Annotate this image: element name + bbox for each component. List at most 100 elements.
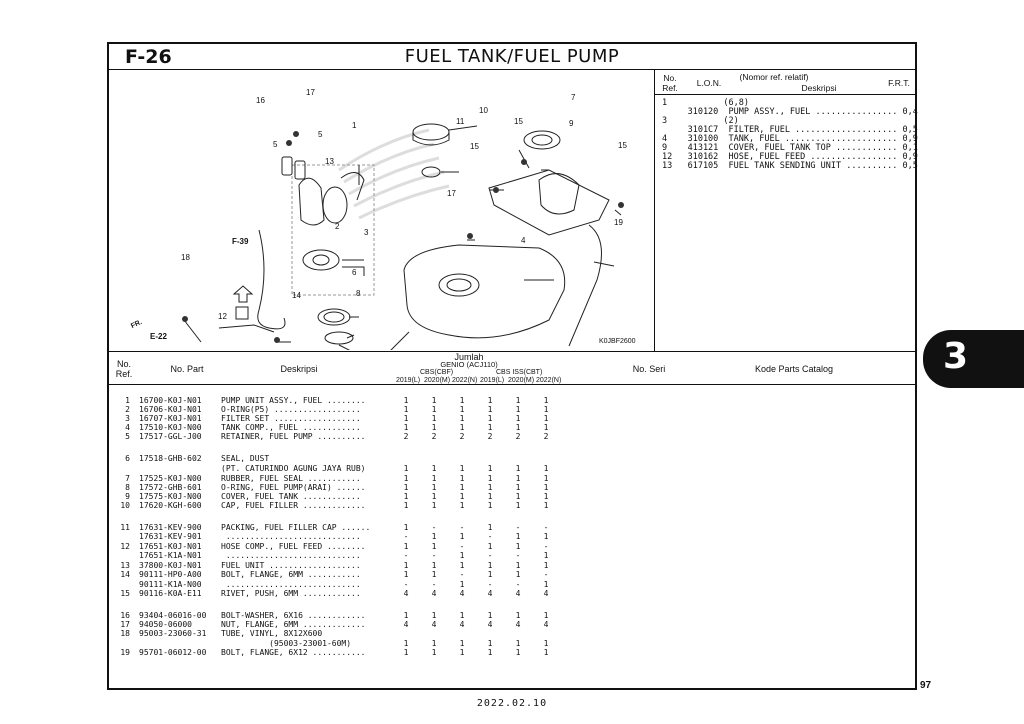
quantity-cell: 1 <box>543 648 549 657</box>
quantity-cell: 1 <box>431 501 437 510</box>
jumlah-header: Jumlah <box>454 352 484 362</box>
quantity-cell: 1 <box>487 423 493 432</box>
quantity-cell: - <box>459 570 465 579</box>
quantity-cell: 1 <box>403 523 409 532</box>
quantity-cell: 1 <box>459 405 465 414</box>
quantity-cell: 1 <box>487 501 493 510</box>
year-header: 2019(L) <box>396 377 421 384</box>
callout-label: 17 <box>306 88 315 97</box>
part-description: BOLT, FLANGE, 6X12 ........... <box>221 648 366 657</box>
ref-number: 7 <box>125 474 130 483</box>
ref-row: 1 (6,8) <box>662 98 749 108</box>
quantity-cell: 1 <box>543 396 549 405</box>
parts-ref-header: No. Ref. <box>115 359 133 379</box>
ref-number: 4 <box>125 423 130 432</box>
quantity-cell: 1 <box>543 464 549 473</box>
quantity-cell: 1 <box>459 501 465 510</box>
chapter-tab[interactable]: 3 <box>923 330 1024 388</box>
quantity-cell: 1 <box>459 483 465 492</box>
callout-label: 17 <box>447 189 456 198</box>
quantity-cell: - <box>487 580 493 589</box>
part-description: ............................ <box>221 532 361 541</box>
quantity-cell: 1 <box>403 474 409 483</box>
callout-label: 12 <box>218 312 227 321</box>
parts-desc-header: Deskripsi <box>280 364 318 374</box>
quantity-cell: 2 <box>459 432 465 441</box>
quantity-cell: 1 <box>403 648 409 657</box>
quantity-cell: 1 <box>459 423 465 432</box>
part-description: FILTER SET .................. <box>221 414 361 423</box>
part-number: 37800-K0J-N01 <box>139 561 202 570</box>
column-divider <box>654 69 655 351</box>
quantity-cell: 1 <box>515 423 521 432</box>
ref-number: 3 <box>125 414 130 423</box>
quantity-cell: 1 <box>543 561 549 570</box>
part-description: TUBE, VINYL, 8X12X600 <box>221 629 323 638</box>
part-number: 94050-06000 <box>139 620 192 629</box>
callout-label: 1 <box>352 121 357 130</box>
part-number: 17620-KGH-600 <box>139 501 202 510</box>
quantity-cell: 1 <box>515 474 521 483</box>
quantity-cell: - <box>459 542 465 551</box>
quantity-cell: - <box>543 542 549 551</box>
part-number: 17651-K0J-N01 <box>139 542 202 551</box>
quantity-cell: 1 <box>403 492 409 501</box>
callout-label: 15 <box>618 141 627 150</box>
quantity-cell: 4 <box>515 620 521 629</box>
callout-label: 5 <box>273 140 278 149</box>
quantity-cell: 1 <box>543 501 549 510</box>
ref-number: 8 <box>125 483 130 492</box>
quantity-cell: 1 <box>403 414 409 423</box>
callout-label: 3 <box>364 228 369 237</box>
quantity-cell: 1 <box>487 561 493 570</box>
part-description: PUMP UNIT ASSY., FUEL ........ <box>221 396 366 405</box>
table-row: 17651-K1A-N01 ..........................… <box>109 551 915 561</box>
quantity-cell: 1 <box>543 532 549 541</box>
quantity-cell: 1 <box>459 464 465 473</box>
page-frame: F-26 FUEL TANK/FUEL PUMP <box>107 42 918 690</box>
quantity-cell: 2 <box>487 432 493 441</box>
quantity-cell: 1 <box>431 464 437 473</box>
part-number: 90111-HP0-A00 <box>139 570 202 579</box>
quantity-cell: 1 <box>431 639 437 648</box>
quantity-cell: 1 <box>459 492 465 501</box>
part-number: 95003-23060-31 <box>139 629 207 638</box>
quantity-cell: - <box>487 551 493 560</box>
quantity-cell: 1 <box>543 639 549 648</box>
callout-label: 9 <box>569 119 574 128</box>
part-number: 17631-KEV-900 <box>139 523 202 532</box>
quantity-cell: 1 <box>487 414 493 423</box>
part-number: 16707-K0J-N01 <box>139 414 202 423</box>
callout-label: 5 <box>318 130 323 139</box>
part-description: BOLT-WASHER, 6X16 ............ <box>221 611 366 620</box>
year-header: 2022(N) <box>536 377 562 384</box>
ref-number: 12 <box>120 542 130 551</box>
part-description: HOSE COMP., FUEL FEED ........ <box>221 542 366 551</box>
quantity-cell: 1 <box>403 639 409 648</box>
part-description: (95003-23001-60M) <box>221 639 352 648</box>
table-row: 12 17651-K0J-N01 HOSE COMP., FUEL FEED ...… <box>109 542 915 552</box>
quantity-cell: 1 <box>459 580 465 589</box>
table-row: 17631-KEV-901 ..........................… <box>109 532 915 542</box>
callout-label: 7 <box>571 93 576 102</box>
quantity-cell: - <box>515 551 521 560</box>
ref-row: 13 617105 FUEL TANK SENDING UNIT .......… <box>662 161 918 171</box>
quantity-cell: 1 <box>515 532 521 541</box>
quantity-cell: 1 <box>515 405 521 414</box>
quantity-cell: 1 <box>515 639 521 648</box>
quantity-cell: - <box>431 580 437 589</box>
catalog-code-header: Kode Parts Catalog <box>754 364 834 374</box>
part-number: 17575-K0J-N00 <box>139 492 202 501</box>
quantity-cell: 1 <box>487 648 493 657</box>
quantity-cell: 4 <box>403 589 409 598</box>
quantity-cell: 1 <box>431 570 437 579</box>
quantity-cell: 1 <box>543 414 549 423</box>
quantity-cell: 1 <box>543 580 549 589</box>
ref-number: 18 <box>120 629 130 638</box>
quantity-cell: 1 <box>487 464 493 473</box>
quantity-cell: - <box>515 523 521 532</box>
